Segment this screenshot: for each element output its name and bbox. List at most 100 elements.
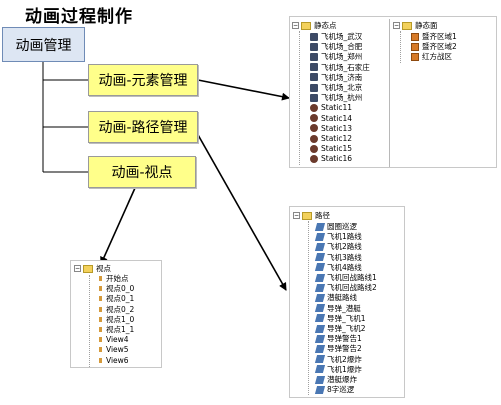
arrow-to-elements bbox=[197, 79, 290, 101]
tree-label: 路径 bbox=[315, 211, 330, 220]
path-icon bbox=[314, 314, 326, 323]
tree-item[interactable]: 导弹_飞机1 bbox=[314, 313, 366, 324]
tree-item[interactable]: 飞机4路线 bbox=[314, 262, 362, 273]
path-icon bbox=[314, 283, 326, 292]
tree-item-label: View5 bbox=[106, 345, 129, 355]
tree-item[interactable]: 导弹警告1 bbox=[314, 333, 362, 344]
tree-item[interactable]: 飞机3路线 bbox=[314, 252, 362, 263]
tree-item[interactable]: 视点0_2 bbox=[97, 304, 134, 315]
folder-icon bbox=[83, 264, 93, 273]
tree-item[interactable]: Static11 bbox=[310, 102, 352, 113]
tree-item-label: 视点0_0 bbox=[106, 284, 135, 294]
path-icon bbox=[314, 365, 326, 374]
path-icon bbox=[314, 263, 326, 272]
tree-item[interactable]: Static15 bbox=[310, 143, 352, 154]
path-icon bbox=[314, 355, 326, 364]
tree-label: 视点 bbox=[96, 264, 111, 273]
tree-item[interactable]: 导弹警告2 bbox=[314, 343, 362, 354]
element-tree-panel: − 静态点 − 静态面 飞机场_武汉飞机场_合肥飞机场_郑州飞机场_石家庄飞机场… bbox=[289, 16, 497, 168]
tree-node-viewpoints[interactable]: − 视点 bbox=[74, 263, 111, 274]
page-title: 动画过程制作 bbox=[25, 7, 133, 27]
tree-item[interactable]: 潜艇路线 bbox=[314, 292, 357, 303]
tree-item-label: 圆圈巡逻 bbox=[327, 222, 357, 231]
path-icon bbox=[314, 253, 326, 262]
tree-item[interactable]: 视点1_1 bbox=[97, 324, 134, 335]
path-box-label: 动画-路径管理 bbox=[98, 120, 188, 136]
tree-item[interactable]: 导弹_飞机2 bbox=[314, 323, 366, 334]
static-model-icon bbox=[310, 114, 318, 123]
tree-item-label: 飞机场_石家庄 bbox=[321, 62, 370, 72]
static-model-icon bbox=[310, 144, 318, 153]
tree-node-static-surfaces[interactable]: − 静态面 bbox=[393, 20, 438, 31]
tree-item[interactable]: 视点0_1 bbox=[97, 293, 134, 304]
tree-item[interactable]: 8字巡逻 bbox=[314, 384, 355, 395]
tree-item-label: 视点1_1 bbox=[106, 325, 135, 334]
tree-item[interactable]: 飞机场_杭州 bbox=[310, 92, 362, 103]
tree-item[interactable]: 飞机1路线 bbox=[314, 231, 362, 242]
tree-item-label: 视点1_0 bbox=[106, 314, 135, 324]
tree-node-static-points[interactable]: − 静态点 bbox=[292, 20, 337, 31]
collapse-toggle-icon[interactable]: − bbox=[393, 22, 400, 29]
tree-item[interactable]: 导弹_潜艇 bbox=[314, 303, 361, 314]
viewpoint-icon bbox=[99, 296, 102, 302]
tree-item-label: View4 bbox=[106, 335, 129, 345]
tree-item-label: 潜艇爆炸 bbox=[327, 375, 357, 384]
viewpoint-icon bbox=[99, 316, 102, 322]
tree-item[interactable]: View4 bbox=[97, 334, 129, 345]
tree-item[interactable]: 暨齐区域2 bbox=[411, 41, 457, 52]
tree-item[interactable]: 视点0_0 bbox=[97, 283, 134, 294]
tree-node-paths[interactable]: − 路径 bbox=[293, 210, 330, 221]
collapse-toggle-icon[interactable]: − bbox=[293, 212, 300, 219]
tree-item[interactable]: 飞机回战路线1 bbox=[314, 272, 377, 283]
tree-item-label: 飞机场_郑州 bbox=[321, 52, 363, 62]
tree-item[interactable]: 红方战区 bbox=[411, 51, 452, 62]
area-icon bbox=[411, 42, 419, 51]
airport-icon bbox=[310, 93, 318, 102]
tree-item-label: 8字巡逻 bbox=[327, 385, 355, 395]
tree-item-label: 飞机回战路线1 bbox=[327, 273, 377, 282]
tree-item-label: 红方战区 bbox=[422, 52, 452, 62]
tree-item[interactable]: 飞机场_济南 bbox=[310, 72, 362, 83]
tree-item[interactable]: 飞机场_武汉 bbox=[310, 31, 362, 42]
tree-item[interactable]: 飞机回战路线2 bbox=[314, 282, 377, 293]
collapse-toggle-icon[interactable]: − bbox=[292, 22, 299, 29]
tree-item[interactable]: 开始点 bbox=[97, 273, 129, 284]
tree-item[interactable]: 暨齐区域1 bbox=[411, 31, 457, 42]
tree-item[interactable]: 飞机1爆炸 bbox=[314, 364, 362, 375]
static-model-icon bbox=[310, 134, 318, 143]
tree-item[interactable]: Static16 bbox=[310, 153, 352, 164]
path-icon bbox=[314, 232, 326, 241]
collapse-toggle-icon[interactable]: − bbox=[74, 265, 81, 272]
tree-item[interactable]: View6 bbox=[97, 355, 129, 366]
path-icon bbox=[314, 293, 326, 302]
static-model-icon bbox=[310, 124, 318, 133]
tree-item[interactable]: 飞机2路线 bbox=[314, 241, 362, 252]
tree-item[interactable]: 飞机2爆炸 bbox=[314, 354, 362, 365]
airport-icon bbox=[310, 83, 318, 92]
tree-item[interactable]: 飞机场_北京 bbox=[310, 82, 362, 93]
path-icon bbox=[314, 334, 326, 343]
tree-item[interactable]: Static12 bbox=[310, 133, 352, 144]
airport-icon bbox=[310, 63, 318, 72]
tree-item[interactable]: 圆圈巡逻 bbox=[314, 221, 357, 232]
tree-item-label: 飞机回战路线2 bbox=[327, 283, 377, 293]
tree-item[interactable]: Static14 bbox=[310, 113, 352, 124]
tree-item-label: Static14 bbox=[321, 113, 352, 123]
tree-item[interactable]: 潜艇爆炸 bbox=[314, 374, 357, 385]
viewpoint-box: 动画-视点 bbox=[88, 156, 196, 188]
area-icon bbox=[411, 52, 419, 61]
animation-management-box: 动画管理 bbox=[2, 27, 85, 62]
static-model-icon bbox=[310, 154, 318, 163]
tree-item[interactable]: 飞机场_郑州 bbox=[310, 51, 362, 62]
airport-icon bbox=[310, 32, 318, 41]
tree-item[interactable]: View5 bbox=[97, 344, 129, 355]
tree-item[interactable]: 飞机场_合肥 bbox=[310, 41, 362, 52]
tree-item-label: Static11 bbox=[321, 103, 352, 113]
tree-item[interactable]: 视点1_0 bbox=[97, 314, 134, 325]
tree-item-label: 飞机场_合肥 bbox=[321, 42, 363, 52]
tree-item[interactable]: Static13 bbox=[310, 123, 352, 134]
viewpoint-icon bbox=[99, 286, 102, 292]
tree-item-label: 飞机2爆炸 bbox=[327, 354, 362, 364]
tree-item[interactable]: 飞机场_石家庄 bbox=[310, 62, 370, 73]
